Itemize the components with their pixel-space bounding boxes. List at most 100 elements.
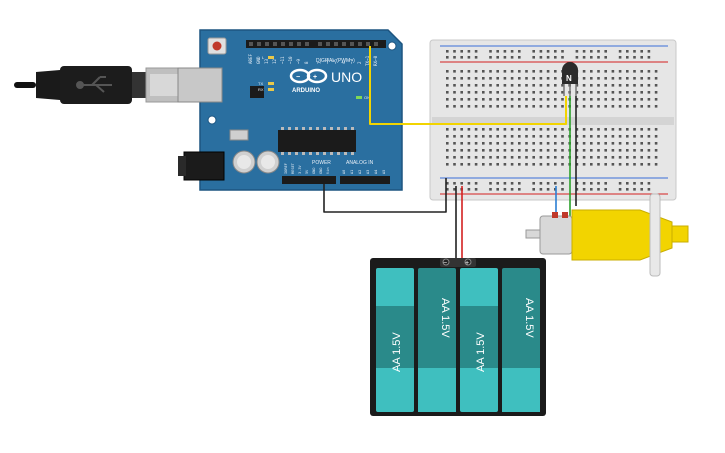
breadboard-hole [640,77,643,80]
breadboard-hole [489,128,492,131]
breadboard-hole [546,84,550,87]
breadboard-hole [489,188,492,191]
usb-chip [250,86,264,98]
breadboard-hole [532,156,535,159]
breadboard-hole [482,163,485,166]
breadboard-hole [532,77,535,80]
breadboard-hole [640,135,643,138]
breadboard-hole [539,91,543,94]
breadboard-hole [474,56,478,59]
breadboard-hole [446,182,449,185]
breadboard-hole [604,188,607,191]
breadboard-hole [532,128,535,131]
pin-label: A1 [350,170,354,174]
breadboard-hole [489,70,492,73]
breadboard-hole [467,156,471,159]
breadboard-hole [489,50,492,53]
pin-label: 7 [317,61,322,64]
breadboard-hole [510,188,514,191]
breadboard-hole [640,182,643,185]
breadboard-hole [654,163,658,166]
breadboard-hole [503,156,507,159]
breadboard-hole [446,156,449,159]
breadboard-hole [446,128,449,131]
breadboard-hole [575,182,579,185]
breadboard-hole [510,149,514,152]
breadboard-hole [503,188,507,191]
breadboard-hole [597,163,600,166]
arduino-logo: − + ARDUINO UNO [289,68,362,94]
breadboard-hole [482,128,485,131]
dc-gear-motor [525,193,689,277]
breadboard-hole [518,182,521,185]
breadboard-hole [510,98,514,101]
breadboard-hole [482,105,485,108]
rx-led [268,88,274,91]
breadboard-hole [467,163,471,166]
breadboard-hole [597,77,600,80]
atmega-chip [278,130,356,152]
breadboard-hole [496,142,499,145]
breadboard-hole [561,105,564,108]
breadboard-hole [518,70,521,73]
svg-text:TX: TX [258,81,263,86]
digital-label: DIGITAL (PWM~) [316,58,355,64]
breadboard-hole [460,84,463,87]
breadboard-hole [575,50,579,53]
breadboard-hole [503,105,507,108]
breadboard-hole [489,149,492,152]
breadboard-hole [640,70,643,73]
breadboard-hole [633,91,636,94]
breadboard-hole [446,91,449,94]
pin-label: RX←0 [373,55,378,66]
breadboard-hole [510,84,514,87]
breadboard-hole [489,98,492,101]
breadboard-hole [611,142,615,145]
breadboard-hole [539,56,543,59]
breadboard-hole [626,105,629,108]
breadboard-hole [446,163,449,166]
svg-text:L: L [262,55,265,60]
breadboard-hole [582,135,586,138]
breadboard-hole [467,105,471,108]
breadboard-hole [532,91,535,94]
breadboard-hole [647,84,651,87]
l-led [268,56,274,59]
breadboard-hole [647,149,651,152]
ground-wire [323,178,447,213]
breadboard-hole [467,77,471,80]
breadboard-hole [518,98,521,101]
breadboard-hole [590,77,593,80]
reset-button-cap[interactable] [212,41,222,51]
usb-plug-collar [132,72,146,98]
breadboard-hole [482,135,485,138]
svg-text:−: − [296,74,300,81]
breadboard-hole [618,163,622,166]
pin-label: A2 [358,170,362,174]
breadboard-hole [532,142,535,145]
breadboard-hole [640,91,643,94]
breadboard-hole [482,84,485,87]
breadboard-hole [546,105,550,108]
breadboard-hole [611,84,615,87]
breadboard-hole [618,135,622,138]
breadboard-hole [626,98,629,101]
breadboard-hole [467,149,471,152]
svg-text:+: + [313,74,317,81]
wires [323,46,577,262]
breadboard-hole [633,135,636,138]
mount-hole [387,41,397,51]
pin-label: A4 [374,170,378,174]
breadboard-hole [626,163,629,166]
breadboard-hole [604,149,607,152]
breadboard-hole [460,149,463,152]
breadboard-hole [546,70,550,73]
breadboard-hole [604,182,607,185]
breadboard-hole [496,163,499,166]
breadboard-hole [604,77,607,80]
breadboard-hole [489,142,492,145]
breadboard-hole [525,135,528,138]
breadboard-hole [510,56,514,59]
breadboard-hole [582,149,586,152]
tx-led [268,82,274,85]
